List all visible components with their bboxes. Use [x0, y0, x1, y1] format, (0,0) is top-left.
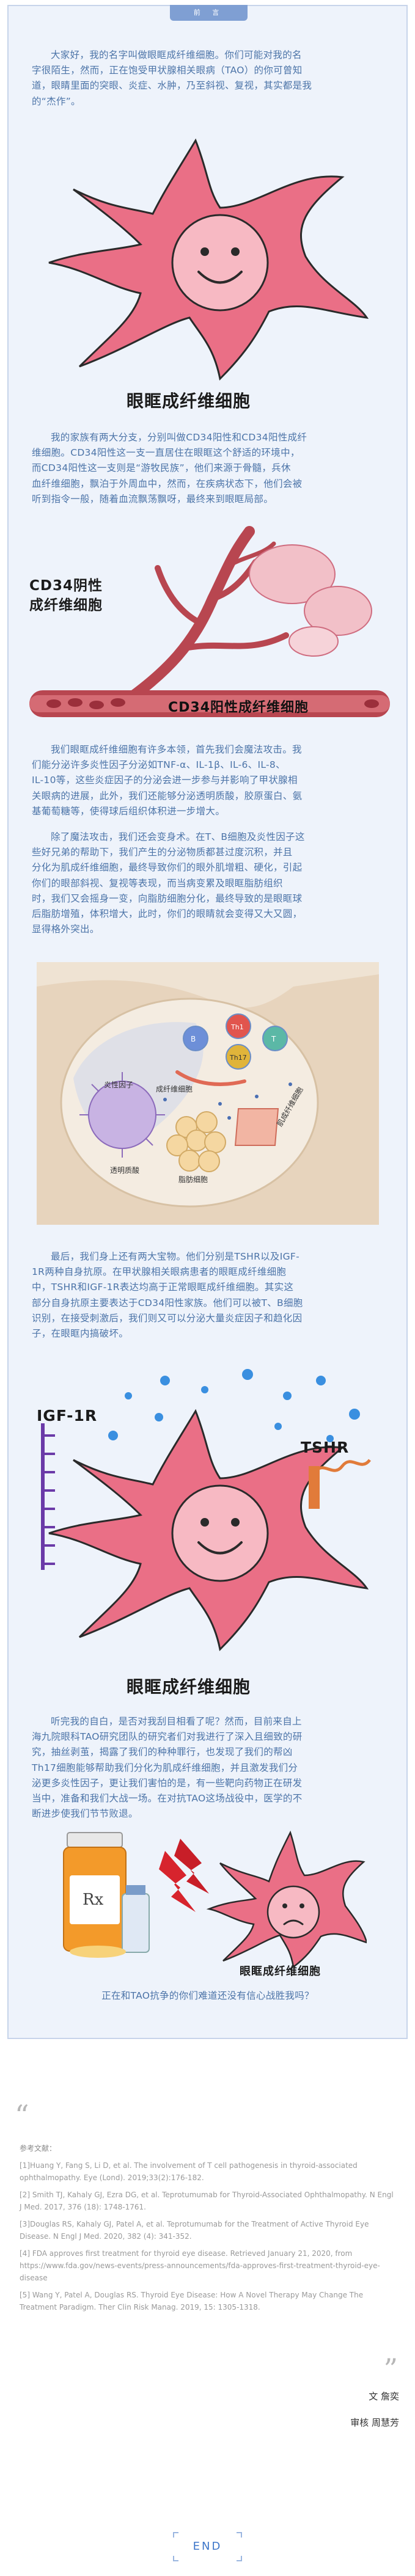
figure5-caption: 眼眶成纤维细胞: [240, 1965, 321, 1978]
reference-item: [5] Wang Y, Patel A, Douglas RS. Thyroid…: [20, 2291, 364, 2311]
paragraph-cytokines: 我们眼眶成纤维细胞有许多本领，首先我们会魔法攻击。我 们能分泌许多炎性因子分泌如…: [32, 744, 303, 817]
th17-cell-icon: [226, 1044, 251, 1070]
figure1-caption: 眼眶成纤维细胞: [127, 391, 251, 411]
cd34-positive-label: CD34阳性成纤维细胞: [168, 700, 309, 715]
close-quote-icon: ”: [383, 2352, 398, 2385]
lightning-bolt-icon: [159, 1851, 196, 1912]
reference-item: [2] Smith TJ, Kahaly GJ, Ezra DG, et al.…: [20, 2191, 394, 2211]
tshr-receptor-icon: [309, 1459, 371, 1509]
open-quote-icon: “: [15, 2099, 29, 2132]
frown-icon: [283, 1919, 304, 1925]
th17-label: Th17: [229, 1054, 247, 1062]
end-label: END: [193, 2540, 222, 2553]
paragraph-intro: 大家好，我的名字叫做眼眶成纤维细胞。你们可能对我的名 字很陌生，然而，正在饱受甲…: [32, 49, 312, 107]
paragraph-transformation: 除了魔法攻击，我们还会变身术。在T、B细胞及炎性因子这 些好兄弟的帮助下，我们产…: [32, 831, 305, 935]
t-cell-icon: [262, 1026, 288, 1051]
igf1r-label: IGF-1R: [37, 1407, 98, 1425]
hyaluronan-label: 透明质酸: [110, 1166, 139, 1175]
author-credit: 文 詹奕: [369, 2391, 399, 2402]
reference-item: [4] FDA approves first treatment for thy…: [20, 2249, 380, 2282]
ligand-particles: [108, 1369, 360, 1442]
orbit-diagram: B Th17 T Th1 炎性因子 成纤维细胞 透明质酸 脂肪细胞 肌成纤维细胞: [37, 962, 379, 1225]
th1-cell-icon: [226, 1013, 251, 1039]
reference-item: [1]Huang Y, Fang S, Li D, et al. The inv…: [20, 2161, 358, 2182]
b-cell-icon: [183, 1026, 208, 1051]
end-marker: END: [172, 2531, 243, 2562]
references-section: 参考文献： [1]Huang Y, Fang S, Li D, et al. T…: [20, 2143, 395, 2318]
th1-label: Th1: [230, 1023, 244, 1031]
left-eye-icon: [200, 247, 209, 256]
paragraph-closing: 正在和TAO抗争的你们难道还没有信心战胜我吗？: [101, 1990, 314, 2001]
tshr-label: TSHR: [301, 1439, 350, 1456]
paragraph-family: 我的家族有两大分支，分别叫做CD34阳性和CD34阳性成纤 维细胞。CD34阳性…: [32, 432, 307, 505]
receptor-illustration: [41, 1369, 371, 1652]
bottle-rx-label: Rx: [83, 1891, 104, 1909]
vessel-illustration: [29, 526, 390, 717]
igf1r-receptor-icon: [41, 1423, 55, 1570]
fibroblast-label: 成纤维细胞: [156, 1085, 193, 1093]
cd34-negative-label: CD34阴性 成纤维细胞: [29, 578, 103, 613]
section-tab: 前 言: [170, 5, 248, 21]
reference-item: [3]Douglas RS, Kahaly GJ, Patel A, et al…: [20, 2220, 369, 2241]
fibroblast-illustration: [48, 138, 369, 381]
figure4-caption: 眼眶成纤维细胞: [127, 1677, 251, 1697]
right-eye-icon: [231, 247, 240, 256]
b-cell-label: B: [191, 1035, 196, 1043]
paragraph-antigens: 最后，我们身上还有两大宝物。他们分别是TSHR以及IGF- 1R两种自身抗原。在…: [32, 1251, 303, 1340]
end-bracket-icon: [173, 2532, 242, 2561]
adipocyte-label: 脂肪细胞: [178, 1175, 208, 1184]
paragraph-research: 听完我的自白，是否对我刮目相看了呢？然而，目前来自上 海九院眼科TAO研究团队的…: [32, 1716, 303, 1820]
vial-icon: [122, 1893, 150, 1953]
references-title: 参考文献：: [20, 2144, 57, 2153]
medicine-illustration: Rx: [63, 1830, 367, 1967]
reviewer-credit: 审核 周慧芳: [350, 2417, 399, 2428]
cytokine-label: 炎性因子: [104, 1081, 133, 1089]
t-cell-label: T: [271, 1035, 276, 1043]
cell-nucleus: [171, 214, 269, 312]
smile-icon: [197, 271, 243, 284]
